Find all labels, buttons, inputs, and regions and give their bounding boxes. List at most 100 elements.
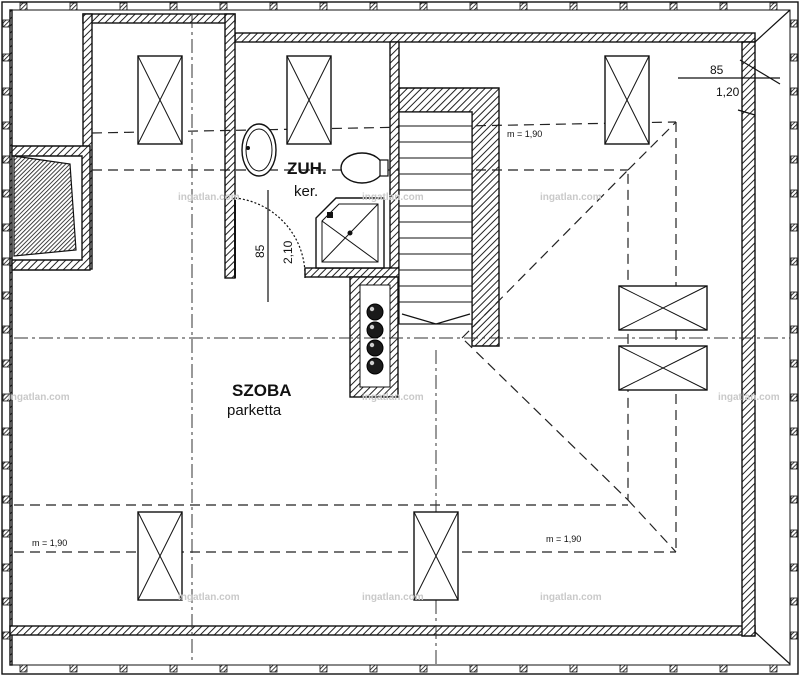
watermark: ingatlan.com: [362, 592, 424, 603]
eave-tick: [519, 2, 528, 11]
eave-tick: [2, 155, 11, 164]
pipe-highlight: [369, 306, 375, 312]
sink-drain-icon: [246, 146, 250, 150]
eave-tick: [619, 664, 628, 673]
eave-tick: [69, 2, 78, 11]
eave-tick: [469, 664, 478, 673]
bath-room-name: ZUH.: [287, 159, 327, 178]
eave-tick: [790, 461, 798, 470]
pipe-icon: [366, 303, 384, 321]
eave-tick: [790, 359, 798, 368]
eave-tick: [69, 664, 78, 673]
eave-tick: [319, 664, 328, 673]
eave-tick: [2, 325, 11, 334]
pipe-highlight: [369, 360, 375, 366]
eave-tick: [790, 427, 798, 436]
main-room-name: SZOBA: [232, 381, 292, 400]
main-floor-type: parketta: [227, 402, 282, 419]
ceiling-height-label: m = 1,90: [507, 129, 542, 139]
eave-tick: [719, 664, 728, 673]
eave-tick: [769, 2, 778, 11]
eave-tick: [2, 495, 11, 504]
eave-tick: [2, 291, 11, 300]
wall-bath-right: [389, 41, 400, 295]
eave-tick: [19, 664, 28, 673]
roof-edge: [737, 9, 791, 665]
watermark: ingatlan.com: [362, 392, 424, 403]
pipe-highlight: [369, 324, 375, 330]
sink-basin: [245, 128, 273, 172]
eave-tick: [2, 87, 11, 96]
eave-tick: [19, 2, 28, 11]
window-right: [678, 59, 781, 85]
eave-tick: [219, 2, 228, 11]
toilet-tank: [379, 159, 389, 177]
chimney-wall: [11, 145, 91, 271]
eave-tick: [790, 189, 798, 198]
eave-tick: [719, 2, 728, 11]
eave-tick: [790, 495, 798, 504]
toilet: [340, 152, 384, 184]
eave-tick: [790, 529, 798, 538]
eave-tick: [669, 664, 678, 673]
chimney-void: [13, 155, 77, 257]
pipe-icon: [366, 321, 384, 339]
eave-tick: [790, 597, 798, 606]
door-height-label: 2,10: [281, 240, 295, 264]
eave-tick: [790, 563, 798, 572]
eave-tick: [790, 325, 798, 334]
eave-tick: [569, 2, 578, 11]
watermark: ingatlan.com: [718, 392, 780, 403]
skylight: [286, 55, 332, 145]
axis-lines: [14, 14, 790, 664]
eave-tick: [790, 223, 798, 232]
window-height-label: 1,20: [716, 85, 740, 99]
watermark: ingatlan.com: [362, 192, 424, 203]
window-width-label: 85: [710, 63, 724, 77]
skylight: [618, 345, 708, 391]
eave-tick: [619, 2, 628, 11]
wall-top-right: [234, 32, 756, 43]
eave-tick: [790, 87, 798, 96]
eave-tick: [2, 631, 11, 640]
eave-tick: [2, 189, 11, 198]
eave-tick: [369, 2, 378, 11]
eave-tick: [569, 664, 578, 673]
skylight: [604, 55, 650, 145]
wall-top-left: [82, 13, 236, 24]
watermark: ingatlan.com: [8, 392, 70, 403]
eave-tick: [2, 563, 11, 572]
eave-tick: [2, 19, 11, 28]
skylight: [137, 55, 183, 145]
bath-fixtures: [241, 123, 389, 269]
eave-tick: [2, 223, 11, 232]
wall-right: [741, 41, 756, 637]
eave-tick: [790, 631, 798, 640]
skylights: [137, 55, 708, 601]
skylight: [618, 285, 708, 331]
wall-bath-left: [224, 13, 236, 279]
eave-tick: [2, 257, 11, 266]
eave-tick: [769, 664, 778, 673]
roof-hip-lines: [14, 121, 677, 553]
skylight: [413, 511, 459, 601]
eave-tick: [790, 155, 798, 164]
sink: [241, 123, 277, 177]
shower-head-icon: [327, 212, 333, 218]
eave-tick: [790, 19, 798, 28]
bath-floor-type: ker.: [294, 183, 318, 200]
eave-tick: [790, 291, 798, 300]
eave-tick: [269, 2, 278, 11]
eave-tick: [2, 53, 11, 62]
watermark: ingatlan.com: [178, 192, 240, 203]
eave-tick: [2, 597, 11, 606]
eave-tick: [269, 664, 278, 673]
eave-tick: [2, 461, 11, 470]
eave-tick: [790, 53, 798, 62]
bath-door: [234, 190, 306, 302]
watermark: ingatlan.com: [540, 592, 602, 603]
pipe-icon: [366, 357, 384, 375]
eave-tick: [669, 2, 678, 11]
